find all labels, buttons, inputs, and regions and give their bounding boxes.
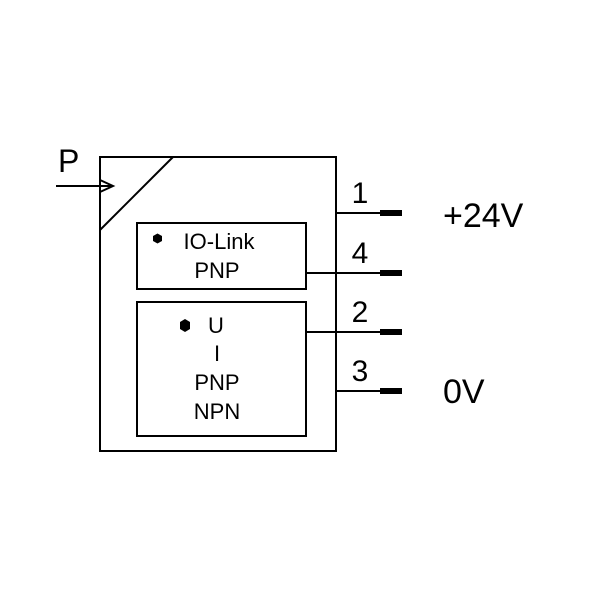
input-label: P bbox=[58, 143, 79, 179]
pin-4-terminal bbox=[380, 270, 402, 276]
module-2-line-3: PNP bbox=[194, 370, 239, 395]
pin-1-terminal bbox=[380, 210, 402, 216]
module-2-line-2: I bbox=[214, 341, 220, 366]
supply-positive-label: +24V bbox=[443, 197, 524, 235]
module-2-line-1: U bbox=[208, 313, 224, 338]
pin-2-terminal bbox=[380, 329, 402, 335]
pin-1-number: 1 bbox=[352, 177, 369, 210]
module-1-line-1: IO-Link bbox=[184, 229, 256, 254]
sensor-housing bbox=[99, 156, 337, 452]
hexagon-marker-icon bbox=[180, 319, 190, 332]
hexagon-marker-icon bbox=[153, 233, 162, 244]
pin-3-terminal bbox=[380, 388, 402, 394]
pin-3-number: 3 bbox=[352, 355, 369, 388]
module-analog-switch bbox=[136, 301, 307, 437]
pin-2-number: 2 bbox=[352, 296, 369, 329]
input-arrow-icon bbox=[99, 179, 116, 193]
module-2-line-4: NPN bbox=[194, 399, 240, 424]
sensor-diagonal bbox=[99, 156, 174, 231]
supply-ground-label: 0V bbox=[443, 373, 485, 411]
module-1-line-2: PNP bbox=[194, 258, 239, 283]
module-io-link bbox=[136, 222, 307, 290]
pin-4-number: 4 bbox=[352, 237, 369, 270]
